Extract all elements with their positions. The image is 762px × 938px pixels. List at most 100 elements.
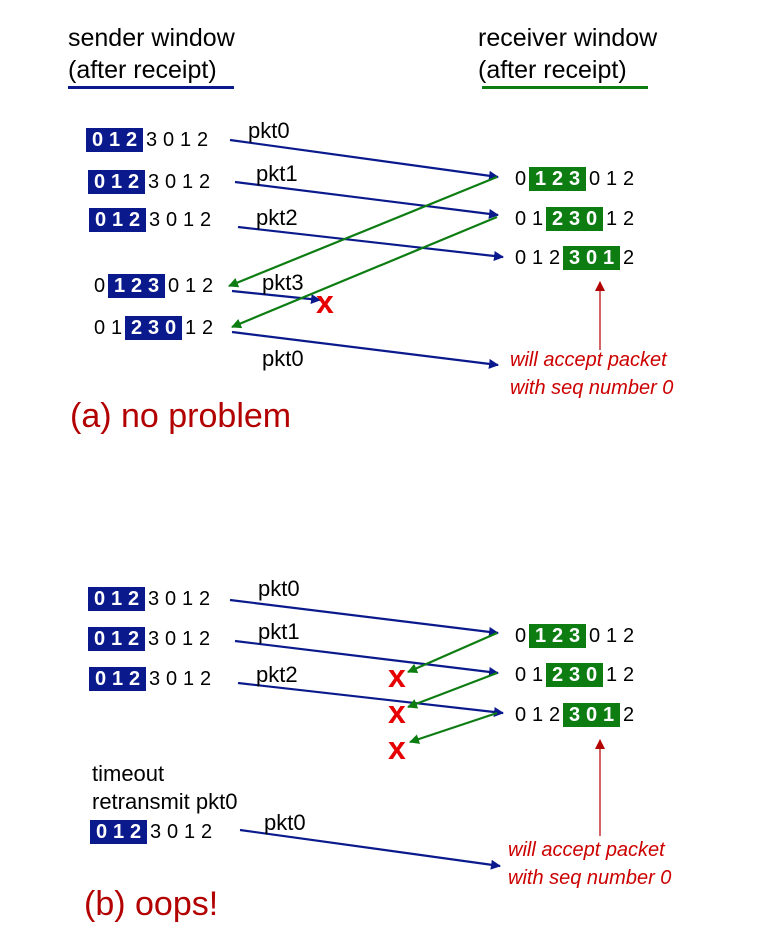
seq-digit: 0 xyxy=(93,317,106,339)
seq-digit: 1 xyxy=(108,627,125,651)
seq-digit: 1 xyxy=(109,208,126,232)
b-timeout-line2: retransmit pkt0 xyxy=(92,789,238,814)
seq-digit: 2 xyxy=(548,247,561,269)
b-pkt2-arrow xyxy=(237,681,504,717)
seq-digit: 1 xyxy=(605,168,618,190)
a-pkt1-arrow xyxy=(234,180,499,219)
seq-digit: 2 xyxy=(127,820,147,844)
b-pkt0-label: pkt0 xyxy=(258,576,300,601)
seq-digit: 1 xyxy=(181,628,194,650)
a-pkt0-retx-arrow xyxy=(231,330,499,369)
seq-digit: 0 xyxy=(583,663,603,687)
seq-digit: 1 xyxy=(531,664,544,686)
seq-digit: 1 xyxy=(108,274,128,298)
seq-digit: 2 xyxy=(125,627,145,651)
seq-digit: 2 xyxy=(546,207,566,231)
seq-digit: 3 xyxy=(566,624,586,648)
b-loss-x-mark-1: x xyxy=(388,658,406,694)
seq-digit: 2 xyxy=(201,317,214,339)
seq-digit: 3 xyxy=(566,663,583,687)
b-ack2-arrow xyxy=(409,711,498,744)
seq-digit: 0 xyxy=(89,667,109,691)
seq-digit: 0 xyxy=(514,625,527,647)
seq-digit: 0 xyxy=(89,208,109,232)
seq-digit: 1 xyxy=(184,275,197,297)
b-timeout-line1: timeout xyxy=(92,761,165,786)
seq-digit: 0 xyxy=(90,820,110,844)
seq-digit: 2 xyxy=(549,167,566,191)
seq-digit: 1 xyxy=(529,167,549,191)
seq-digit: 0 xyxy=(583,207,603,231)
seq-digit: 1 xyxy=(106,128,123,152)
receiver-header-line1: receiver window xyxy=(478,24,658,52)
seq-digit: 1 xyxy=(605,664,618,686)
seq-digit: 2 xyxy=(125,170,145,194)
seq-digit: 2 xyxy=(198,628,211,650)
seq-digit: 1 xyxy=(181,588,194,610)
seq-digit: 3 xyxy=(147,588,160,610)
seq-digit: 0 xyxy=(165,209,178,231)
a-pkt0-retx-label: pkt0 xyxy=(262,346,304,371)
b-caption: (b) oops! xyxy=(84,885,219,923)
seq-digit: 0 xyxy=(88,587,108,611)
seq-digit: 0 xyxy=(162,129,175,151)
b-pkt2-label: pkt2 xyxy=(256,662,298,687)
seq-digit: 1 xyxy=(605,208,618,230)
a-pkt0-label: pkt0 xyxy=(248,118,290,143)
a-pkt2-label: pkt2 xyxy=(256,205,298,230)
seq-digit: 2 xyxy=(200,821,213,843)
seq-digit: 0 xyxy=(88,627,108,651)
a-pkt3-label: pkt3 xyxy=(262,270,304,295)
sender-header-line2: (after receipt) xyxy=(68,56,217,84)
seq-digit: 1 xyxy=(600,246,620,270)
sender-header-underline xyxy=(68,86,234,89)
seq-digit: 2 xyxy=(198,171,211,193)
a-pkt1-label: pkt1 xyxy=(256,161,298,186)
b-ack1-arrow xyxy=(407,671,498,709)
seq-digit: 1 xyxy=(605,625,618,647)
b-pkt0-arrow xyxy=(229,598,499,637)
seq-digit: 2 xyxy=(123,128,143,152)
seq-digit: 3 xyxy=(147,628,160,650)
a-pkt0-arrow xyxy=(229,138,499,181)
seq-digit: 2 xyxy=(546,663,566,687)
seq-digit: 1 xyxy=(110,820,127,844)
seq-digit: 2 xyxy=(622,168,635,190)
seq-digit: 2 xyxy=(198,588,211,610)
b-pkt0-retx-label: pkt0 xyxy=(264,810,306,835)
seq-digit: 1 xyxy=(109,667,126,691)
seq-digit: 2 xyxy=(622,625,635,647)
seq-digit: 3 xyxy=(148,209,161,231)
b-pkt0-retx-arrow xyxy=(239,828,501,870)
seq-digit: 0 xyxy=(166,821,179,843)
seq-digit: 0 xyxy=(583,703,600,727)
seq-digit: 3 xyxy=(147,171,160,193)
seq-digit: 0 xyxy=(514,664,527,686)
sender-header-line1: sender window xyxy=(68,24,235,52)
seq-digit: 0 xyxy=(514,208,527,230)
seq-digit: 2 xyxy=(548,704,561,726)
seq-digit: 1 xyxy=(529,624,549,648)
seq-digit: 0 xyxy=(164,628,177,650)
seq-digit: 3 xyxy=(563,246,583,270)
a-ack1-arrow xyxy=(231,215,498,329)
seq-digit: 1 xyxy=(108,170,125,194)
seq-digit: 2 xyxy=(549,624,566,648)
seq-digit: 3 xyxy=(566,167,586,191)
seq-digit: 3 xyxy=(149,821,162,843)
a-caption: (a) no problem xyxy=(70,397,292,435)
b-pkt1-arrow xyxy=(234,639,499,677)
b-ack0-arrow xyxy=(407,631,498,674)
seq-digit: 1 xyxy=(182,209,195,231)
a-ack0-arrow xyxy=(228,175,498,288)
